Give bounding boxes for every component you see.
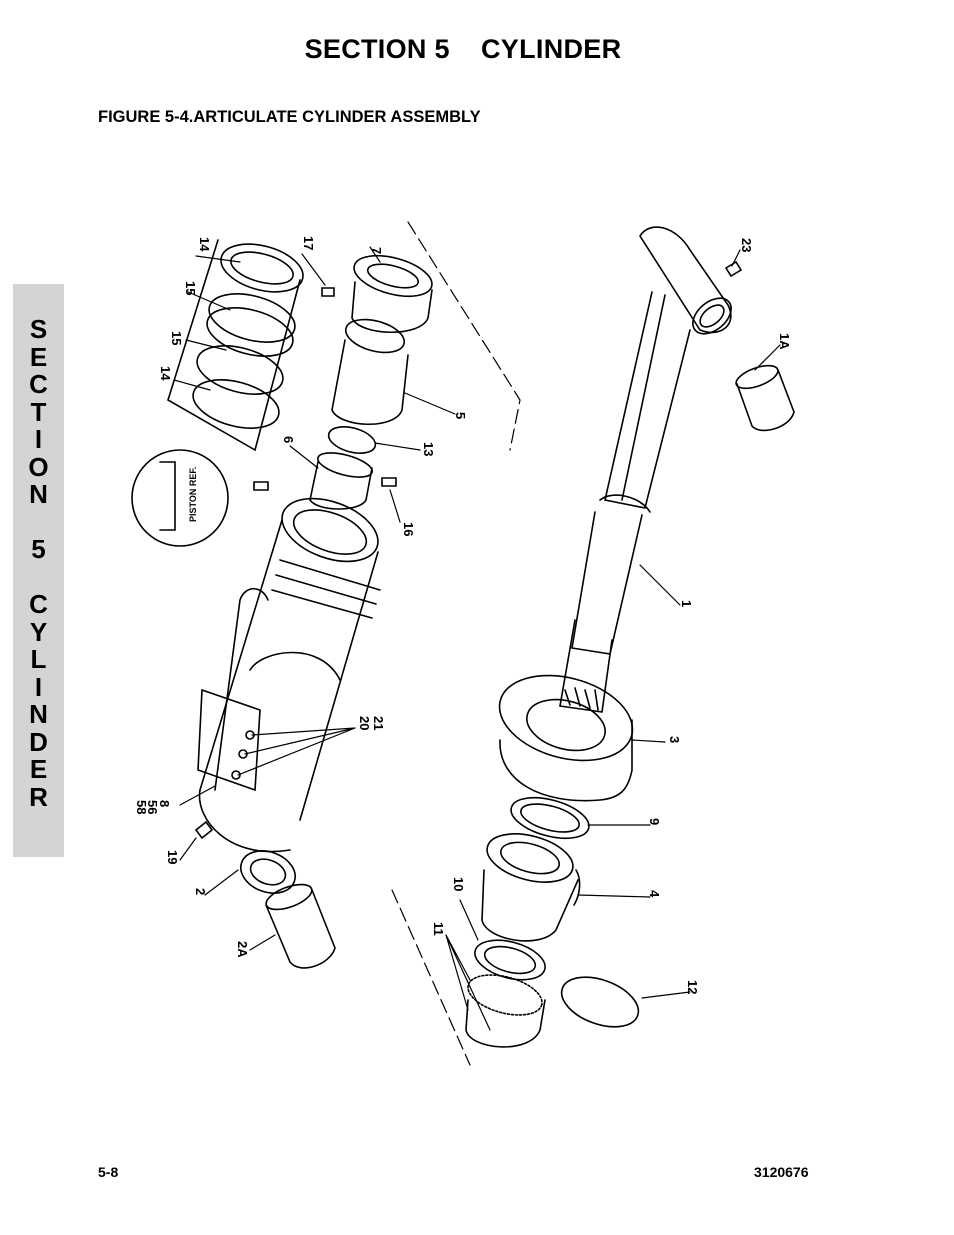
callout-17: 17	[301, 236, 316, 250]
callout-1a: 1A	[777, 333, 792, 350]
seal-group-10-11	[465, 939, 546, 1048]
callout-14-bottom: 14	[158, 366, 173, 381]
callout-21: 21	[371, 716, 386, 730]
side-tab-letter: N	[29, 699, 48, 729]
callout-13: 13	[421, 442, 436, 456]
rod-assembly	[559, 226, 732, 713]
barrel-2	[197, 497, 381, 894]
callout-labels: 7 17 14 15 15 14 5 13 6 16 PISTON REF. 2…	[134, 236, 792, 994]
side-tab-letter: O	[28, 451, 49, 482]
figure-title: FIGURE 5-4.ARTICULATE CYLINDER ASSEMBLY	[98, 108, 481, 126]
side-tab-letter: S	[29, 314, 48, 344]
callout-20: 20	[357, 716, 372, 730]
section-title: SECTION 5 CYLINDER	[304, 34, 622, 64]
callout-1: 1	[679, 600, 694, 607]
callout-58: 58	[134, 800, 149, 814]
side-tab-letter: E	[29, 341, 48, 372]
o-ring-12	[560, 976, 640, 1028]
side-tab-letter	[13, 564, 64, 592]
side-tab-letter: Y	[29, 616, 48, 647]
piston-ref-detail	[131, 449, 229, 547]
setscrew-17	[321, 287, 335, 297]
side-tab-letter: R	[29, 781, 48, 812]
callout-7: 7	[369, 247, 384, 254]
bushing-1a	[735, 364, 795, 432]
page-number: 5-8	[98, 1164, 119, 1180]
callout-2: 2	[193, 888, 208, 895]
side-tab-letter: T	[30, 396, 47, 427]
callout-14-top: 14	[197, 237, 212, 252]
fitting-19	[194, 820, 214, 840]
setscrew-6	[253, 481, 269, 491]
callout-19: 19	[165, 850, 180, 864]
side-tab-letter: 5	[31, 534, 46, 564]
callout-4: 4	[647, 890, 662, 898]
piston-3	[498, 674, 634, 802]
piston-ref-label: PISTON REF.	[188, 467, 198, 522]
callout-2a: 2A	[235, 941, 250, 958]
head-parts-5-7	[309, 254, 433, 510]
head-4	[481, 833, 581, 942]
bushing-2a	[265, 883, 336, 969]
callout-3: 3	[667, 736, 682, 743]
callout-10: 10	[451, 877, 466, 891]
callout-15-top: 15	[183, 281, 198, 295]
side-tab-letter	[13, 509, 64, 537]
callout-5: 5	[453, 412, 468, 419]
side-tab-letter: L	[30, 644, 47, 674]
side-tab-letter: D	[29, 726, 48, 757]
callout-11: 11	[431, 922, 446, 936]
side-tab-letter: I	[34, 424, 43, 454]
wear-ring-9	[510, 796, 590, 840]
callout-6: 6	[281, 436, 296, 443]
setscrew-16	[381, 477, 397, 487]
callout-56: 56	[145, 800, 160, 814]
side-tab-letter: E	[29, 754, 48, 784]
piston-seals-14-15	[167, 239, 304, 452]
side-tab-letter: C	[29, 369, 48, 399]
callout-12: 12	[685, 980, 700, 994]
callout-15-bottom: 15	[169, 331, 184, 345]
callout-23: 23	[739, 238, 754, 252]
side-tab-letter: N	[29, 479, 48, 509]
side-tab-letter: I	[34, 671, 43, 702]
document-number: 3120676	[754, 1164, 809, 1180]
callout-9: 9	[647, 818, 662, 825]
cylinder-exploded-diagram: 7 17 14 15 15 14 5 13 6 16 PISTON REF. 2…	[131, 221, 795, 1066]
callout-8: 8	[157, 800, 172, 807]
callout-16: 16	[401, 522, 416, 536]
side-tab-letter: C	[29, 589, 48, 619]
